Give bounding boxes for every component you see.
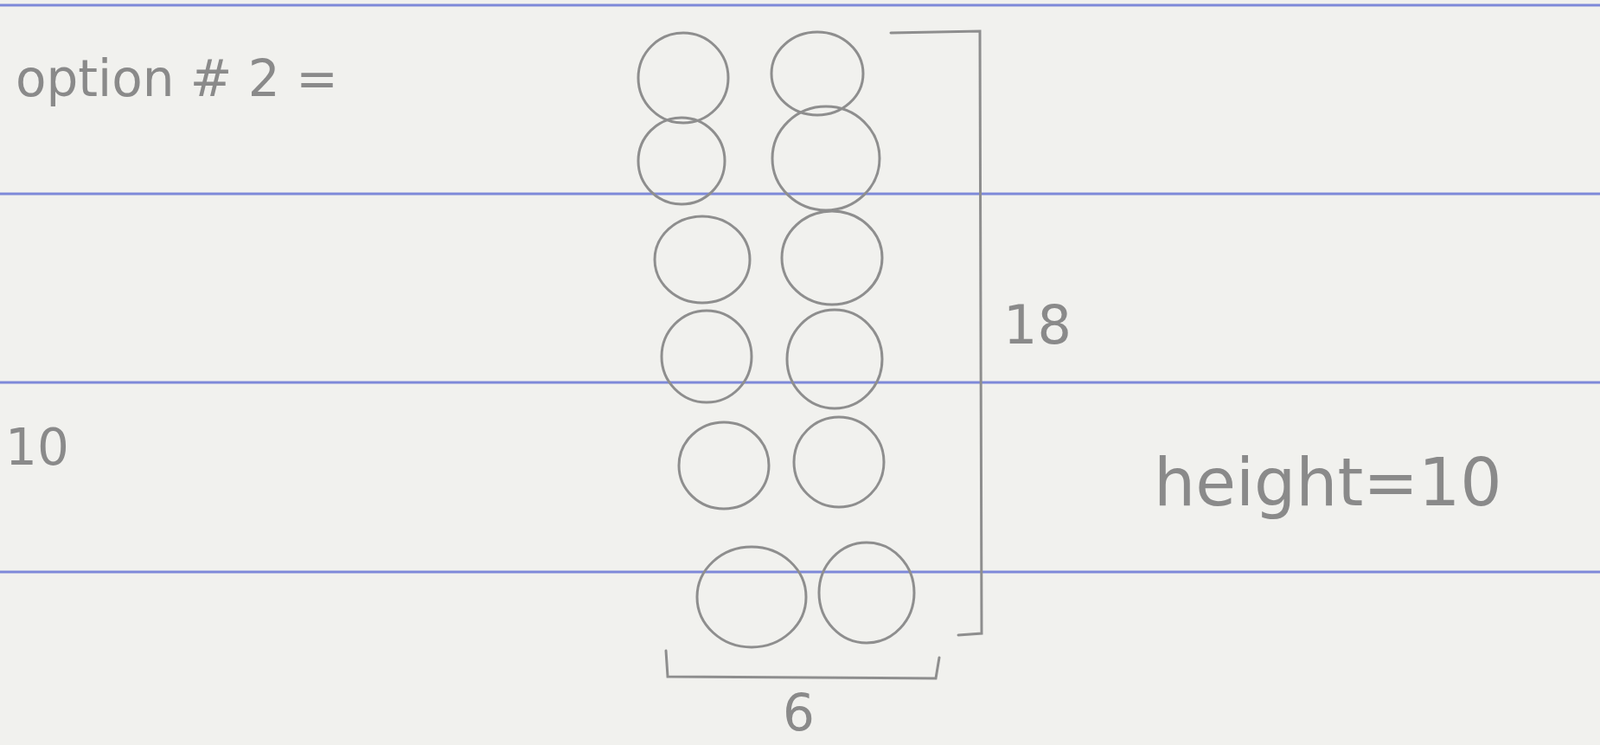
dimension-label: 6 bbox=[782, 687, 815, 738]
ruled-lines bbox=[0, 5, 1600, 572]
circles bbox=[638, 32, 915, 647]
dimension-brackets bbox=[665, 31, 982, 679]
dimension-label: 18 bbox=[1003, 298, 1072, 352]
dimension-label: 10 bbox=[5, 422, 70, 473]
option-heading: option # 2 = bbox=[15, 53, 339, 104]
height-note: height=10 bbox=[1153, 449, 1503, 516]
